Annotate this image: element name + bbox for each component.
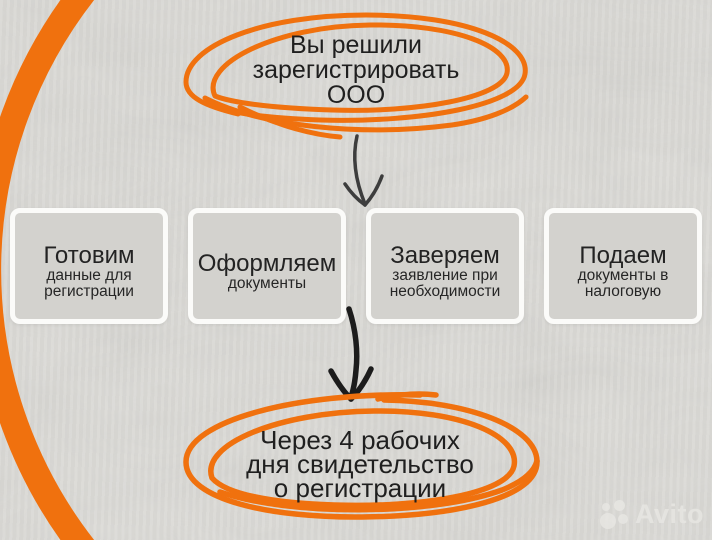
step-title: Заверяем (390, 241, 500, 269)
avito-logo-icon (600, 499, 630, 530)
step-subtitle-line: регистрации (44, 282, 134, 300)
avito-logo-dot (600, 512, 616, 529)
step-card-notarize: Заверяем заявление при необходимости (366, 208, 524, 324)
step-title: Готовим (43, 241, 135, 269)
start-bubble: Вы решили зарегистрировать ООО (206, 33, 506, 108)
step-subtitle-line: данные для (46, 266, 132, 284)
step-card-paperwork: Оформляем документы (188, 208, 346, 324)
end-bubble-line: о регистрации (273, 473, 447, 503)
end-bubble-line: дня свидетельство (246, 449, 474, 479)
start-bubble-line: Вы решили (290, 31, 422, 59)
start-bubble-line: зарегистрировать (252, 56, 460, 84)
step-title: Подаем (579, 241, 667, 269)
avito-logo-dot (614, 499, 625, 511)
step-subtitle-line: налоговую (584, 282, 662, 300)
step-subtitle-line: необходимости (389, 282, 501, 300)
end-bubble: Через 4 рабочих дня свидетельство о реги… (198, 425, 522, 503)
avito-logo-dot (602, 502, 610, 511)
step-card-prepare: Готовим данные для регистрации (10, 208, 168, 324)
avito-watermark: Avito (600, 499, 704, 530)
step-card-submit: Подаем документы в налоговую (544, 208, 702, 324)
avito-wordmark: Avito (635, 499, 704, 529)
step-title: Оформляем (197, 249, 337, 277)
end-bubble-line: Через 4 рабочих (260, 425, 460, 455)
step-subtitle-line: документы в (577, 266, 669, 284)
steps-row: Готовим данные для регистрации Оформляем… (10, 208, 702, 324)
step-subtitle-line: заявление при (392, 266, 498, 284)
avito-logo-dot (618, 513, 628, 524)
start-bubble-line: ООО (326, 81, 386, 109)
step-subtitle-line: документы (227, 274, 307, 292)
arrow-down-icon (343, 134, 384, 207)
